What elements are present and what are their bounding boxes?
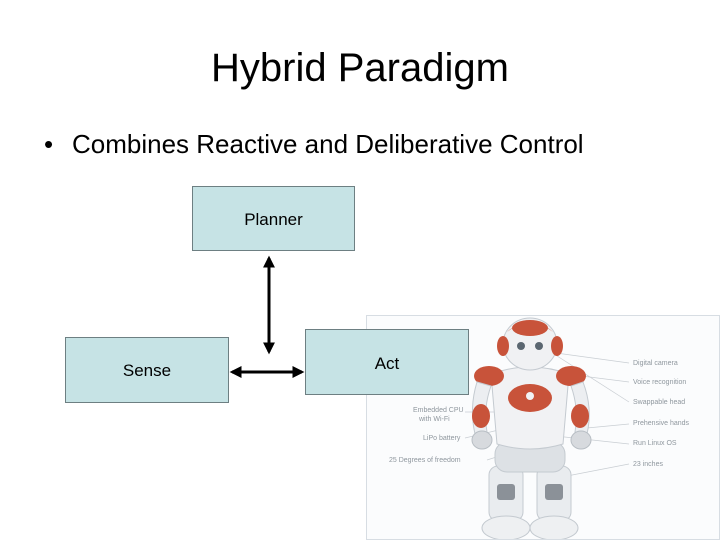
robot-label-battery: LiPo battery xyxy=(423,435,461,442)
bullet-item: • Combines Reactive and Deliberative Cont… xyxy=(44,127,584,161)
planner-box: Planner xyxy=(192,186,355,251)
act-label: Act xyxy=(374,354,400,373)
robot-label-camera: Digital camera xyxy=(633,360,678,367)
robot-label-head: Swappable head xyxy=(633,399,686,406)
sense-box: Sense xyxy=(65,337,229,403)
robot-label-voice: Voice recognition xyxy=(633,379,687,386)
robot-label-wifi: with Wi-Fi xyxy=(419,416,450,423)
robot-label-height: 23 inches xyxy=(633,461,663,468)
robot-label-linux: Run Linux OS xyxy=(633,440,677,447)
robot-label-cpu: Embedded CPU xyxy=(413,407,464,414)
bullet-dot: • xyxy=(44,129,54,159)
bullet-text: Combines Reactive and Deliberative Contr… xyxy=(72,129,584,159)
slide-title: Hybrid Paradigm xyxy=(211,46,509,90)
act-box: Act xyxy=(305,329,469,395)
sense-label: Sense xyxy=(122,361,172,380)
robot-label-dof: 25 Degrees of freedom xyxy=(389,457,461,464)
robot-label-hands: Prehensive hands xyxy=(633,420,690,427)
robot-illustration xyxy=(464,317,630,539)
planner-label: Planner xyxy=(244,210,303,229)
